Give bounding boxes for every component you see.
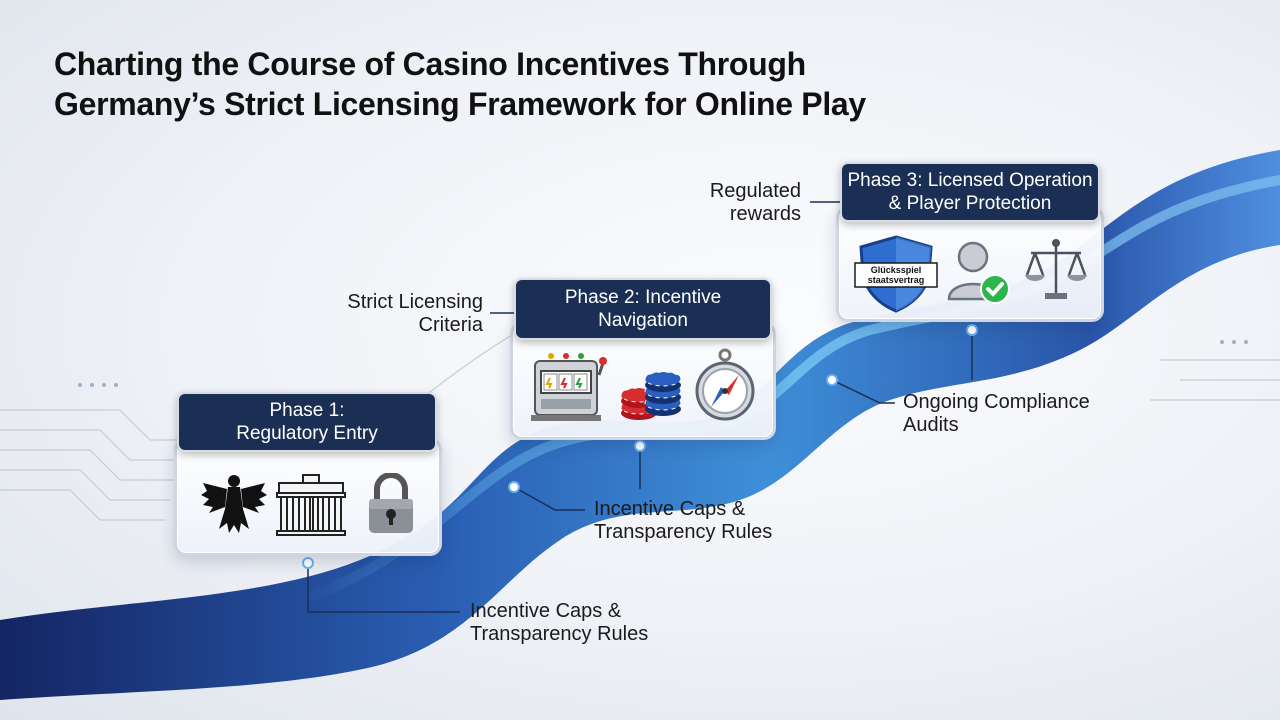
annotation-bottom-line-1: Incentive Caps & [470,600,622,622]
verified-user-icon [947,241,1010,304]
annotation-bottom-line-2: Transparency Rules [470,623,649,645]
page-title: Charting the Course of Casino Incentives… [54,44,954,124]
phase-3-heading-line-1: Phase 3: Licensed Operation [847,170,1093,191]
phase-1-card [174,438,442,556]
circuit-dots [78,340,1248,387]
phase-2-card [510,322,776,440]
phase-2-heading-line-2: Navigation [598,310,688,331]
annotation-ongoing-compliance: Ongoing Compliance Audits [903,391,1090,437]
connector-lines [307,201,973,613]
annotation-strict-line-2: Criteria [418,314,483,336]
casino-chips-icon [620,371,682,420]
title-line-2: Germany’s Strict Licensing Framework for… [54,86,866,122]
annotation-ongoing-line-2: Audits [903,414,959,436]
phase-2-heading: Phase 2: Incentive Navigation [514,278,772,340]
phase-3-card: Glücksspiel staatsvertrag [836,206,1104,322]
annotation-strict-licensing: Strict Licensing Criteria [320,291,483,337]
german-eagle-icon [201,475,267,533]
title-line-1: Charting the Course of Casino Incentives… [54,46,806,82]
annotation-ongoing-line-1: Ongoing Compliance [903,391,1090,413]
shield-icon: Glücksspiel staatsvertrag [854,235,938,313]
brandenburg-gate-icon [276,474,346,536]
annotation-middle-line-1: Incentive Caps & [594,498,746,520]
circuit-lines [0,329,1280,521]
annotation-regulated-line-2: rewards [729,203,801,225]
connector-nodes [302,324,978,569]
compass-icon [695,348,755,421]
shield-text-line-2: staatsvertrag [868,275,925,285]
phase-2-heading-line-1: Phase 2: Incentive [564,287,722,308]
phase-1-heading-line-2: Regulatory Entry [236,423,378,444]
annotation-regulated-line-1: Regulated [709,180,801,202]
annotation-regulated-rewards: Regulated rewards [680,180,801,226]
phase-1-heading-line-1: Phase 1: [269,400,345,421]
annotation-strict-line-1: Strict Licensing [347,291,483,313]
phase-3-heading-line-2: & Player Protection [888,193,1052,214]
annotation-incentive-caps-bottom: Incentive Caps & Transparency Rules [470,600,648,646]
annotation-middle-line-2: Transparency Rules [594,521,773,543]
padlock-icon [369,473,413,533]
annotation-incentive-caps-middle: Incentive Caps & Transparency Rules [594,498,772,544]
scales-icon [1025,239,1087,299]
shield-text-line-1: Glücksspiel [871,265,922,275]
phase-1-heading: Phase 1: Regulatory Entry [177,392,437,452]
phase-3-heading: Phase 3: Licensed Operation & Player Pro… [840,162,1100,222]
slot-machine-icon [531,353,607,421]
